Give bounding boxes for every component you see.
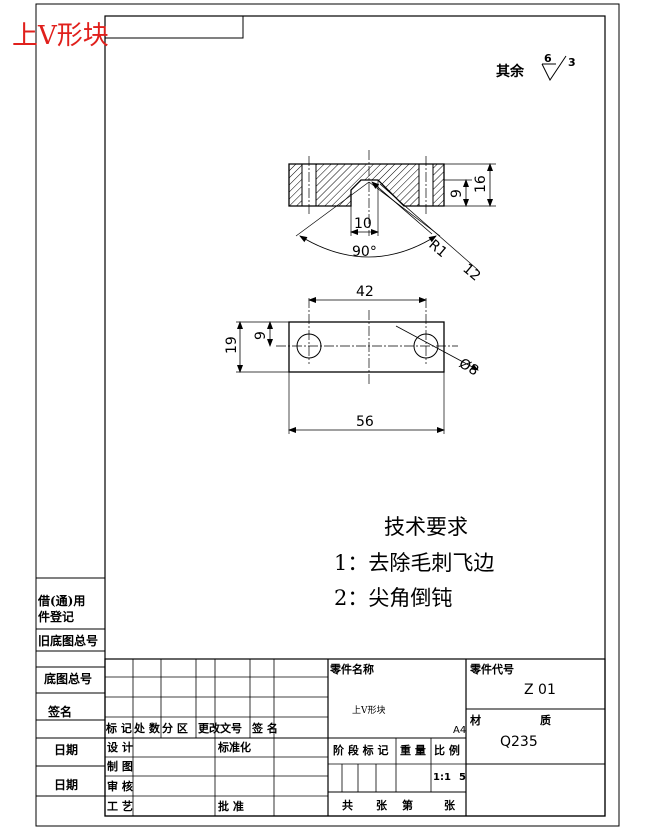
top-view: 42 19 9 Ø8 56: [224, 284, 481, 434]
part-name-label: 零件名称: [329, 662, 374, 676]
drawing-title: 上V形块: [12, 21, 109, 51]
dim-9-side: 9: [449, 189, 465, 198]
strip-label-4: 签名: [47, 704, 72, 719]
dim-angle: 90°: [352, 244, 377, 260]
roughness-value-right: 3: [568, 56, 576, 69]
part-code: Z 01: [524, 682, 556, 698]
standardize-label: 标准化: [217, 740, 251, 754]
dim-42: 42: [356, 284, 374, 300]
roughness-note: 其余 6 3: [496, 52, 576, 81]
rev-header-2: 分 区: [162, 721, 188, 735]
tech-item-1: 1：去除毛刺飞边: [334, 551, 494, 575]
scale-value: 1:1: [433, 772, 451, 783]
dim-56: 56: [356, 414, 374, 430]
sheet-unit2: 张: [444, 798, 456, 812]
rev-header-1: 处 数: [133, 721, 161, 735]
left-strip: 借(通)用 件登记 旧底图总号 底图总号 签名 日期 日期: [36, 577, 105, 797]
dim-10: 10: [354, 216, 372, 232]
paper-size: A4: [453, 725, 466, 736]
rev-header-3: 更改文号: [198, 721, 242, 735]
dim-9-left: 9: [253, 331, 269, 340]
scale-label: 比 例: [434, 743, 460, 757]
roughness-label: 其余: [496, 63, 525, 80]
front-view: 9 16 10 90° R1 12: [288, 150, 496, 285]
roughness-symbol-icon: [541, 55, 567, 81]
check-label: 审 核: [107, 779, 133, 793]
approve-label: 批 准: [218, 799, 244, 813]
part-name: 上V形块: [352, 704, 386, 716]
outer-border: [35, 3, 620, 827]
material-label: 材: [470, 713, 481, 727]
title-block: 标 记 处 数 分 区 更改文号 签 名 设 计 标准化 制 图 审 核 工 艺…: [104, 658, 606, 817]
strip-label-6: 日期: [54, 777, 78, 792]
strip-label-5: 日期: [54, 742, 78, 757]
strip-label-1: 件登记: [38, 609, 74, 624]
dim-12: 12: [459, 261, 483, 285]
sheets-total: 共: [342, 798, 353, 812]
strip-label-3: 底图总号: [44, 671, 92, 686]
header-box: [104, 15, 244, 39]
strip-label-2: 旧底图总号: [38, 633, 98, 648]
tech-requirements: 技术要求 1：去除毛刺飞边 2：尖角倒钝: [334, 515, 494, 610]
scale-extra: 5: [459, 772, 466, 783]
design-label: 设 计: [107, 740, 133, 754]
roughness-value-top: 6: [544, 52, 552, 65]
weight-label: 重 量: [400, 743, 426, 757]
drawing-label: 制 图: [107, 759, 133, 773]
craft-label: 工 艺: [107, 799, 133, 813]
dim-16: 16: [473, 175, 489, 193]
part-code-label: 零件代号: [469, 662, 514, 676]
dim-19: 19: [224, 336, 240, 354]
material-value: Q235: [500, 734, 538, 750]
material-label-2: 质: [540, 713, 551, 727]
stage-label: 阶 段 标 记: [333, 743, 389, 757]
tech-heading: 技术要求: [384, 515, 468, 539]
tech-item-2: 2：尖角倒钝: [334, 586, 452, 610]
dim-dia8: Ø8: [456, 356, 481, 380]
rev-header-0: 标 记: [105, 721, 132, 735]
sheets-unit: 张: [376, 798, 388, 812]
sheet-no: 第: [402, 798, 413, 812]
rev-header-4: 签 名: [251, 721, 278, 735]
strip-label-0: 借(通)用: [37, 593, 85, 608]
